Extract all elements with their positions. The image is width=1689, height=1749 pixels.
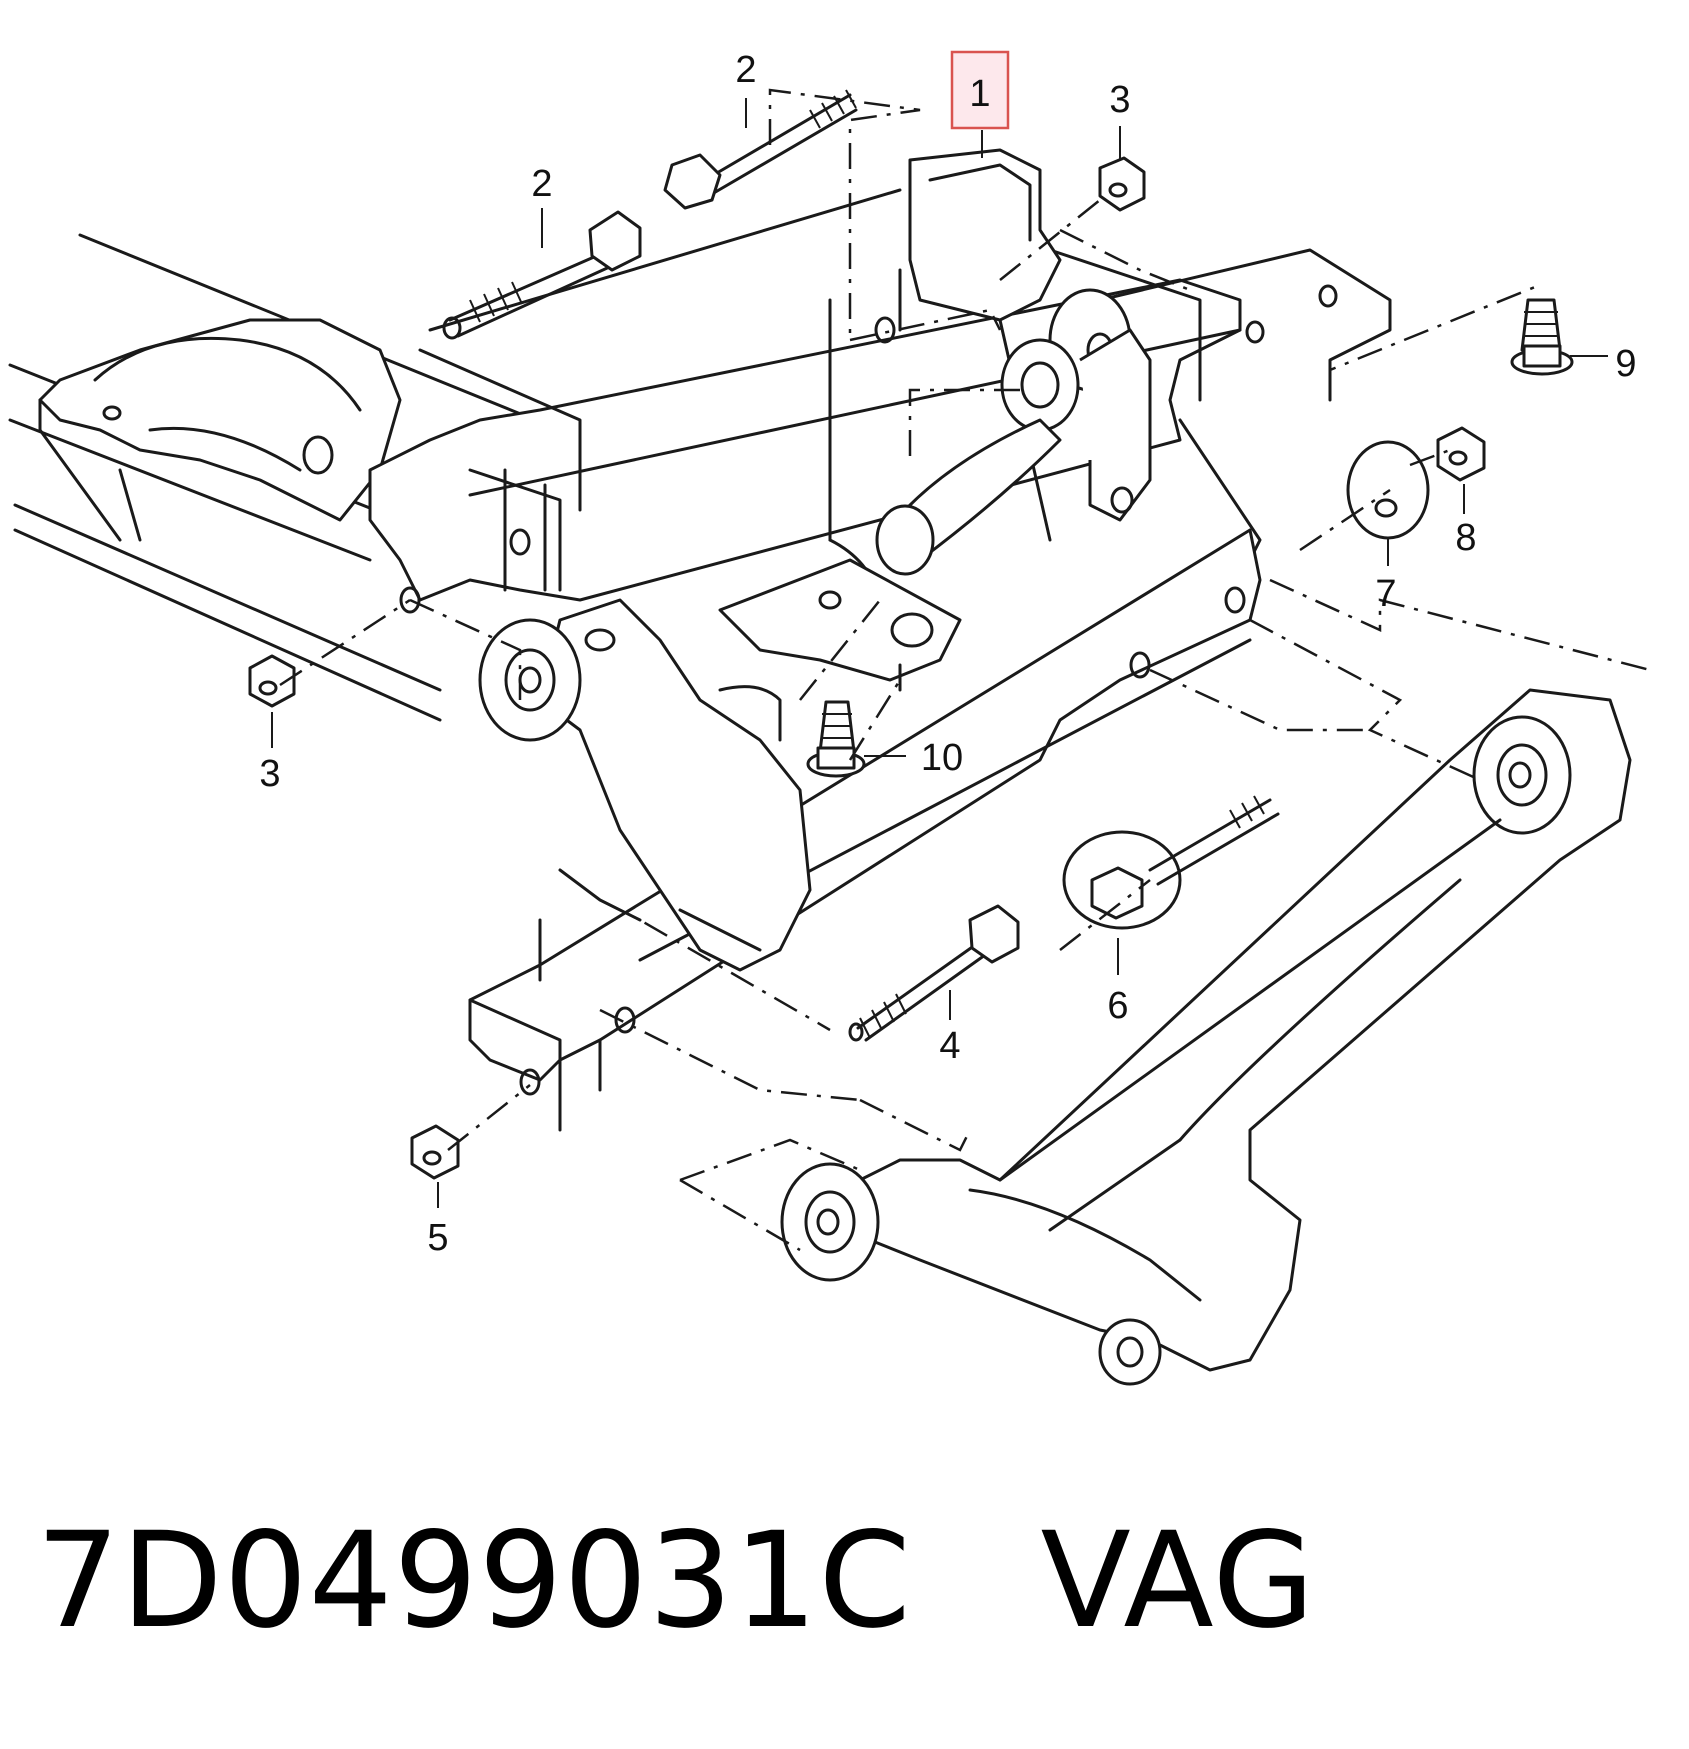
- exploded-parts-diagram: 1 2 2 3 3 4 5 6 7 8 9 10: [8, 49, 1651, 1386]
- bolt-2-upper: [663, 89, 858, 210]
- callout-3-upper[interactable]: 3: [1109, 79, 1130, 121]
- callout-6[interactable]: 6: [1107, 985, 1128, 1027]
- leader-lines: [271, 98, 1608, 1208]
- callout-8[interactable]: 8: [1455, 517, 1476, 559]
- lower-control-arm: [780, 688, 1632, 1386]
- callout-3-lower[interactable]: 3: [259, 753, 280, 795]
- left-support-arm: [478, 598, 812, 972]
- callout-2-upper[interactable]: 2: [735, 49, 756, 91]
- screw-10: [806, 700, 866, 778]
- callout-7[interactable]: 7: [1375, 573, 1396, 615]
- screw-9: [1510, 298, 1574, 376]
- nut-3-upper: [1098, 156, 1146, 212]
- assembly-lines: [279, 88, 1651, 1252]
- nut-5: [410, 1124, 460, 1180]
- callout-4[interactable]: 4: [939, 1025, 960, 1067]
- callout-1[interactable]: 1: [969, 73, 990, 115]
- callout-2-lower[interactable]: 2: [531, 163, 552, 205]
- nut-8: [1436, 426, 1486, 482]
- callout-1-highlight-box: [950, 50, 1010, 130]
- bolt-6: [1062, 795, 1280, 930]
- bolt-4: [848, 904, 1020, 1042]
- engine-mount-bracket: [828, 148, 1152, 602]
- bolt-2-lower: [442, 210, 642, 340]
- nut-3-lower: [248, 654, 296, 708]
- left-frame-rail: [8, 233, 562, 722]
- center-bracket: [718, 558, 962, 692]
- callout-labels: 1 2 2 3 3 4 5 6 7 8 9 10: [259, 49, 1636, 1259]
- part-number-caption: 7D0499031C VAG: [36, 1504, 1316, 1658]
- callout-9[interactable]: 9: [1615, 343, 1636, 385]
- callout-10[interactable]: 10: [921, 737, 963, 779]
- callout-5[interactable]: 5: [427, 1217, 448, 1259]
